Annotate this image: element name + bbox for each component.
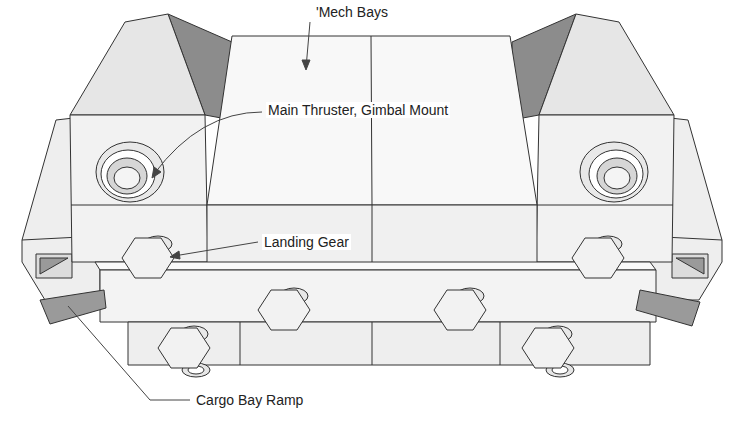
mech-bays-block [371, 36, 372, 205]
leader-lines [154, 112, 262, 174]
hull-slab [95, 262, 656, 322]
mech-bays-block [207, 36, 537, 205]
part-label: Main Thruster, Gimbal Mount [266, 102, 450, 118]
landing-gear [572, 238, 624, 278]
landing-gear [122, 238, 174, 278]
landing-gear [258, 290, 310, 330]
leader-lines [174, 242, 258, 256]
cargo-ramps [636, 290, 700, 326]
lower-hull [372, 322, 373, 365]
mech-bays-block [207, 205, 537, 268]
mech-bays-block [372, 205, 373, 268]
tower-right [539, 14, 674, 115]
cargo-ramps [40, 290, 106, 324]
landing-gear-group [122, 236, 624, 377]
part-label: 'Mech Bays [314, 4, 390, 20]
tower-right [537, 205, 673, 206]
mech-bays-block [207, 36, 537, 268]
lower-hull [240, 322, 241, 365]
landing-gear [522, 328, 574, 368]
thruster-left [101, 150, 155, 198]
landing-gear [158, 328, 210, 368]
leader-lines [68, 22, 310, 400]
thruster-left [107, 158, 147, 194]
leader-lines [152, 167, 161, 178]
thruster-right [597, 158, 637, 194]
thruster-right [604, 167, 630, 189]
landing-gear [434, 290, 486, 330]
cargo-ramps [40, 290, 700, 326]
leader-lines [302, 60, 310, 70]
lower-hull [500, 322, 501, 365]
thruster-left [96, 142, 164, 202]
thruster-right [580, 142, 648, 202]
outer-wing-right [672, 254, 708, 278]
part-label: Landing Gear [262, 234, 351, 250]
hull-slab [95, 262, 656, 270]
thruster-right [580, 142, 648, 202]
thruster-left [114, 167, 140, 189]
hull-slab [100, 270, 656, 322]
outer-wing-left [40, 258, 68, 274]
tower-left [70, 14, 205, 115]
part-label: Cargo Bay Ramp [194, 392, 305, 408]
outer-wing-right [676, 258, 704, 274]
thruster-left [96, 142, 164, 202]
leader-lines [170, 251, 180, 259]
thruster-right [589, 150, 643, 198]
leader-lines [68, 306, 190, 400]
outer-wing-left [36, 254, 72, 278]
tower-left [71, 205, 207, 206]
